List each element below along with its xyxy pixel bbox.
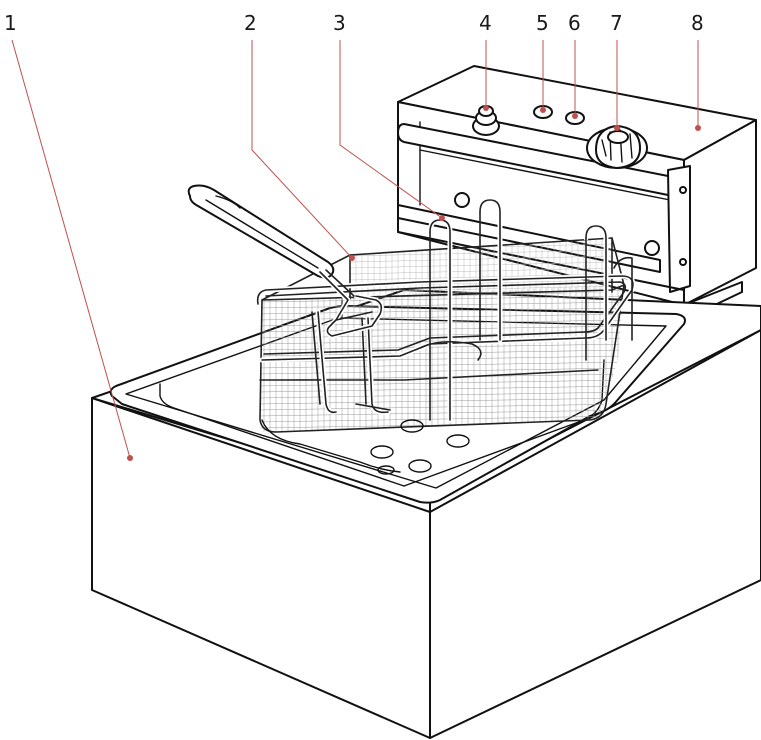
basket-handle[interactable] [187, 184, 384, 339]
callout-8: 8 [691, 11, 704, 35]
callout-3: 3 [333, 11, 346, 35]
callout-1: 1 [4, 11, 17, 35]
basket-mesh-wire [350, 273, 612, 281]
leader-dot-7 [614, 125, 620, 131]
temperature-knob[interactable] [586, 125, 648, 169]
leader-dot-6 [572, 113, 578, 119]
leader-dot-5 [540, 107, 546, 113]
callout-6: 6 [568, 11, 581, 35]
leader-dot-2 [349, 255, 355, 261]
basket-mesh-wire [350, 267, 612, 275]
basket-mesh-wire [350, 255, 612, 263]
basket-mesh-wire [350, 249, 612, 257]
leader-dot-8 [695, 125, 701, 131]
basket-mesh-wire [260, 361, 624, 369]
callout-7: 7 [610, 11, 623, 35]
leader-dot-4 [483, 105, 489, 111]
leader-3 [339, 40, 443, 219]
oil-tank [109, 299, 686, 504]
basket-mesh-wire [350, 285, 612, 293]
callout-4: 4 [479, 11, 492, 35]
basket-mesh-wire [260, 373, 624, 381]
leader-2 [251, 40, 353, 259]
callout-labels: 1 2 3 4 5 6 7 8 [4, 11, 704, 35]
leader-dot-1 [127, 455, 133, 461]
leader-1 [11, 39, 131, 459]
leader-dot-3 [439, 215, 445, 221]
basket-mesh-wire [260, 355, 624, 363]
basket-mesh-wire [260, 415, 624, 423]
basket-mesh-wire [260, 367, 624, 375]
basket-mesh-wire [350, 261, 612, 269]
basket-mesh-wire [260, 379, 624, 387]
callout-2: 2 [244, 11, 257, 35]
basket-mesh-wire [260, 403, 624, 411]
basket-mesh-wire [260, 409, 624, 417]
frying-basket [255, 197, 636, 475]
basket-mesh-wire [260, 301, 624, 309]
basket-mesh-wire [260, 295, 624, 303]
leader-lines [11, 39, 701, 461]
callout-5: 5 [536, 11, 549, 35]
